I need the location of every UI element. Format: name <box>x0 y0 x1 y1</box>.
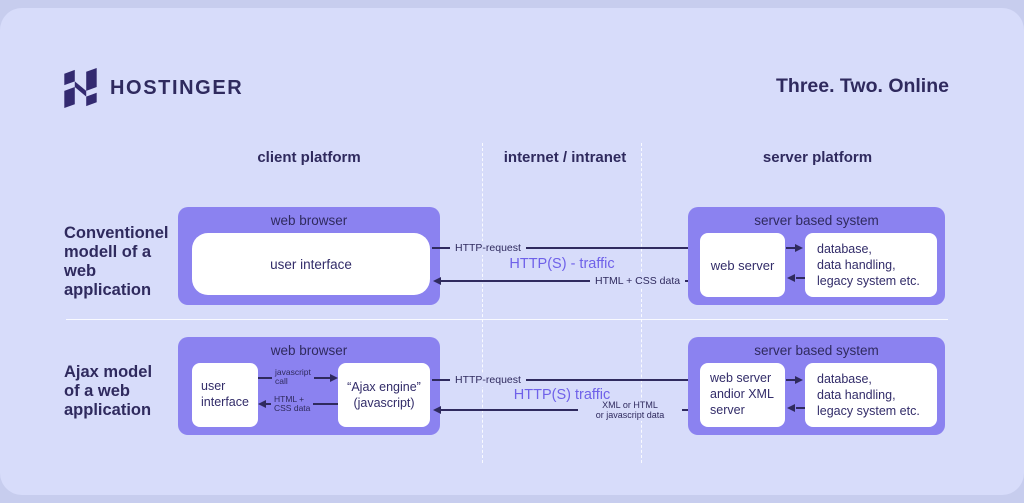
ajax-engine-card: “Ajax engine” (javascript) <box>338 363 430 427</box>
arrowhead-right-icon <box>795 375 803 384</box>
web-browser-container-ajax: web browser user interface “Ajax engine”… <box>178 337 440 435</box>
arrowhead-right-icon <box>795 243 803 252</box>
response-label: XML or HTML or javascript data <box>578 400 682 421</box>
js-call-label: javascript call <box>272 367 314 386</box>
server-system-title: server based system <box>754 213 879 228</box>
arrowhead-right-icon <box>330 373 338 382</box>
arrow-line-request <box>432 379 692 381</box>
arrowhead-left-icon <box>258 399 266 408</box>
backend-card: database, data handling, legacy system e… <box>805 363 937 427</box>
row-label-conventional: Conventionel modell of a web application <box>64 224 169 299</box>
traffic-label-conventional: HTTP(S) - traffic <box>509 256 615 272</box>
hostinger-logo-icon <box>64 68 97 108</box>
server-system-container-ajax: server based system web server andior XM… <box>688 337 945 435</box>
column-header-server: server platform <box>762 149 873 166</box>
column-divider-left <box>482 143 483 463</box>
request-label: HTTP-request <box>450 241 526 255</box>
web-browser-title: web browser <box>270 213 348 228</box>
column-divider-right <box>641 143 642 463</box>
tagline: Three. Two. Online <box>776 75 949 97</box>
column-header-client: client platform <box>257 149 361 166</box>
server-system-container-conventional: server based system web server database,… <box>688 207 945 305</box>
arrow-line-internal <box>786 379 796 381</box>
web-browser-title: web browser <box>270 343 348 358</box>
traffic-label-ajax: HTTP(S) traffic <box>513 387 611 403</box>
arrow-line-internal <box>796 277 805 279</box>
web-browser-container-conventional: web browser user interface <box>178 207 440 305</box>
arrow-line-request <box>432 247 692 249</box>
arrowhead-left-icon <box>433 405 441 414</box>
web-server-card: web server <box>700 233 785 297</box>
user-interface-card: user interface <box>192 233 430 295</box>
arrow-line-response <box>441 280 692 282</box>
column-header-internet: internet / intranet <box>503 149 627 166</box>
request-label: HTTP-request <box>450 373 526 387</box>
response-label: HTML + CSS data <box>590 274 686 288</box>
arrowhead-left-icon <box>787 273 795 282</box>
row-label-ajax: Ajax model of a web application <box>64 363 153 419</box>
arrow-line-internal <box>786 247 796 249</box>
backend-card: database, data handling, legacy system e… <box>805 233 937 297</box>
brand: HOSTINGER <box>64 68 243 108</box>
server-system-title: server based system <box>754 343 879 358</box>
arrowhead-left-icon <box>787 403 795 412</box>
html-return-label: HTML + CSS data <box>271 394 314 413</box>
arrow-line-response <box>441 409 692 411</box>
arrowhead-left-icon <box>433 276 441 285</box>
brand-wordmark: HOSTINGER <box>110 76 244 99</box>
row-separator <box>66 319 948 320</box>
web-server-card: web server andior XML server <box>700 363 785 427</box>
arrow-line-internal <box>796 407 805 409</box>
user-interface-card: user interface <box>192 363 258 427</box>
